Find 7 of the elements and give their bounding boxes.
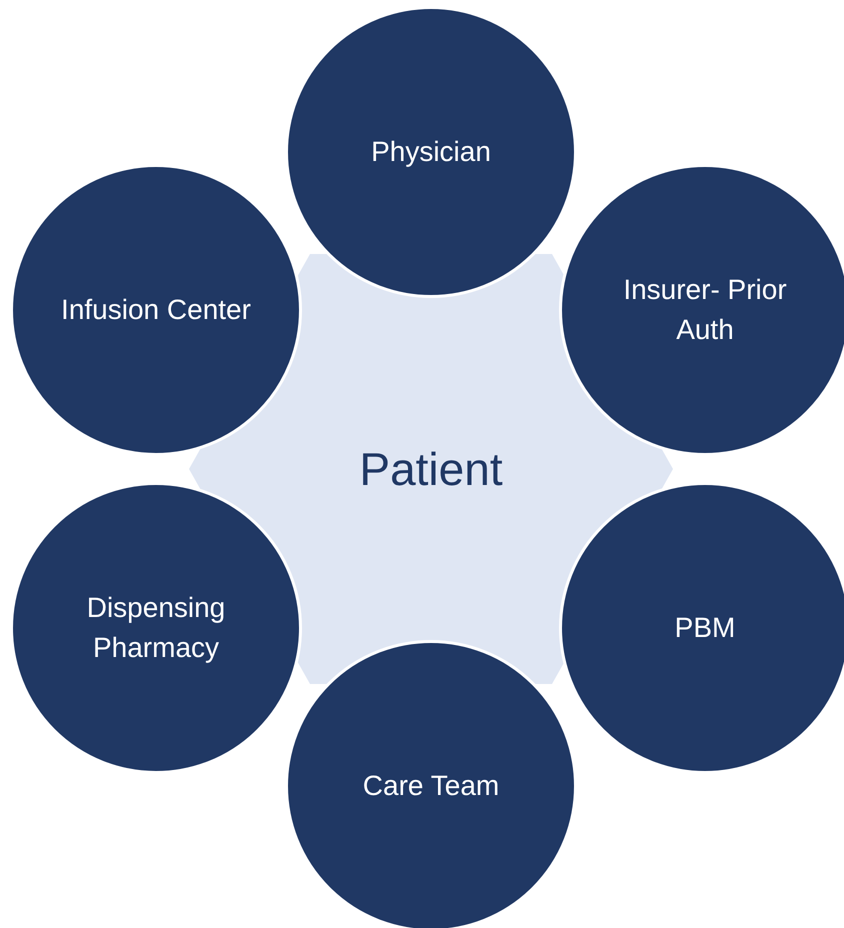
node-label: Infusion Center <box>60 293 252 327</box>
node-label: Dispensing Pharmacy <box>86 591 226 665</box>
node-label: Care Team <box>362 769 500 803</box>
node-label: Patient <box>359 442 503 496</box>
node-label: Physician <box>370 135 492 169</box>
node-label: Insurer- Prior Auth <box>622 273 788 347</box>
node-label: PBM <box>674 611 736 645</box>
